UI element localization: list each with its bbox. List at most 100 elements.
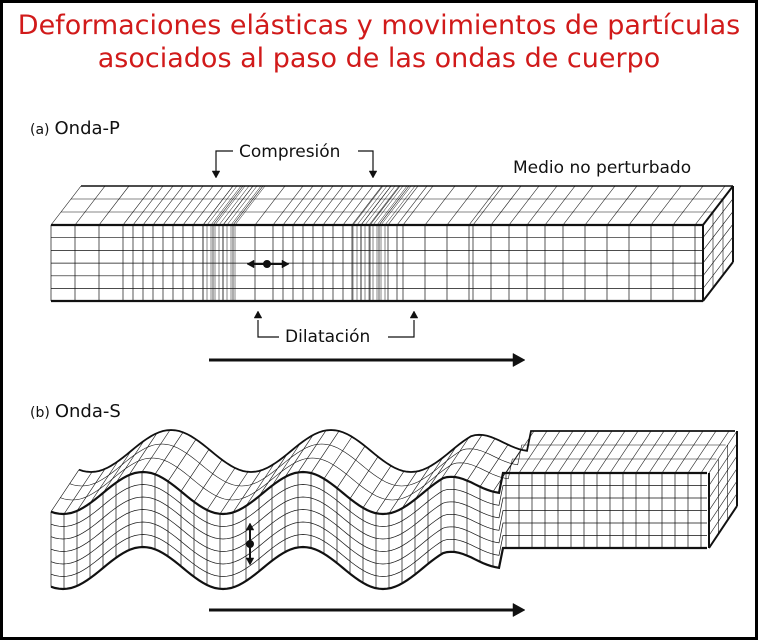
p-top-grid-slant: [606, 185, 638, 226]
p-compression-line: [210, 185, 242, 226]
compression-arrow-right: [368, 170, 378, 179]
s-top-grid-slant: [440, 437, 470, 480]
dilatation-label: Dilatación: [285, 327, 371, 347]
s-top-grid-slant: [50, 469, 80, 512]
p-top-right-edge: [702, 185, 734, 226]
s-wave-block: [50, 429, 738, 591]
front-face-wave-line: [50, 484, 707, 527]
p-top-grid-slant: [351, 185, 383, 226]
s-particle-motion-head-down: [245, 557, 255, 566]
p-end-grid-slant: [702, 223, 734, 264]
p-top-grid-slant: [192, 185, 224, 226]
p-compression-line: [352, 185, 384, 226]
s-top-grid-slant: [63, 471, 93, 515]
p-top-grid-slant: [424, 185, 456, 226]
p-compression-line: [206, 185, 238, 226]
s-top-grid-slant: [284, 434, 314, 478]
p-compression-line: [368, 185, 400, 226]
s-end-grid-slant: [708, 430, 738, 474]
dilatation-bracket-right: [388, 320, 415, 338]
p-top-grid-slant: [396, 185, 428, 226]
s-top-grid-slant: [479, 444, 509, 487]
p-top-grid-slant: [50, 185, 82, 226]
p-compression-line: [380, 185, 412, 226]
s-end-grid-slant: [708, 493, 738, 536]
s-top-grid-slant: [323, 436, 353, 479]
figure-title: Deformaciones elásticas y movimientos de…: [3, 9, 755, 75]
s-top-grid-slant: [570, 430, 600, 474]
p-top-grid-slant: [132, 185, 164, 226]
p-top-grid-slant: [544, 185, 576, 226]
p-end-grid-slant: [702, 211, 734, 251]
s-top-grid-slant: [89, 461, 119, 504]
p-wave-label: Onda-P: [54, 118, 120, 139]
s-top-grid-slant: [505, 430, 535, 474]
s-top-grid-slant: [258, 454, 288, 497]
p-compression-line: [376, 185, 408, 226]
p-top-grid-slant: [387, 185, 419, 226]
p-top-grid-slant: [272, 185, 304, 226]
s-top-grid-slant: [206, 467, 236, 511]
p-top-grid-slant: [472, 185, 504, 226]
s-top-grid-slant: [115, 440, 145, 483]
p-compression-line: [384, 185, 416, 226]
p-top-grid-slant: [332, 185, 364, 226]
compression-label: Compresión: [239, 142, 341, 162]
s-top-grid-slant: [583, 430, 613, 474]
p-top-grid-slant: [74, 185, 106, 226]
p-top-grid-slant: [254, 185, 286, 226]
s-top-grid-slant: [232, 470, 262, 513]
s-top-grid-slant: [466, 438, 496, 481]
top-face-wave-line: [78, 429, 735, 473]
p-top-grid-slant: [628, 185, 660, 226]
p-particle-motion-head-right: [281, 259, 290, 269]
s-top-grid-slant: [648, 430, 678, 474]
compression-bracket-right: [358, 150, 374, 171]
p-compression-line: [226, 185, 258, 226]
s-top-grid-slant: [193, 459, 223, 502]
s-end-grid-slant: [708, 443, 738, 486]
p-top-grid-slant: [142, 185, 174, 226]
dilatation-bracket-left: [257, 320, 279, 338]
p-top-grid-slant: [446, 185, 478, 226]
annotation-marks: [209, 150, 526, 618]
s-particle-motion-head-up: [245, 522, 255, 531]
s-wave-letter: (b): [30, 405, 50, 421]
s-top-grid-slant: [622, 430, 652, 474]
s-top-grid-slant: [102, 450, 132, 494]
s-top-grid-slant: [687, 430, 717, 474]
p-compression-line: [230, 185, 262, 226]
p-top-grid-slant: [172, 185, 204, 226]
s-top-grid-slant: [154, 432, 184, 475]
s-end-grid-slant: [708, 455, 738, 499]
p-top-grid-slant: [232, 185, 264, 226]
s-wave-heading: (b)Onda-S: [30, 401, 121, 422]
s-top-grid-slant: [297, 430, 327, 473]
p-bottom-right-edge: [702, 261, 734, 302]
s-top-grid-slant: [700, 430, 730, 474]
p-compression-line: [364, 185, 396, 226]
front-face-wave-line: [50, 509, 707, 552]
p-top-grid-slant: [182, 185, 214, 226]
p-top-grid-slant: [526, 185, 558, 226]
s-top-grid-slant: [609, 430, 639, 474]
p-top-grid-slant: [322, 185, 354, 226]
undisturbed-label: Medio no perturbado: [513, 158, 692, 178]
s-top-grid-slant: [375, 471, 405, 514]
p-propagation-arrow-head: [512, 352, 526, 368]
p-top-grid-slant: [694, 185, 726, 226]
p-end-grid-slant: [702, 236, 734, 276]
p-top-grid-slant: [584, 185, 616, 226]
front-face-wave-line: [50, 470, 707, 516]
s-top-grid-slant: [336, 445, 366, 489]
s-bottom-right-edge: [708, 505, 738, 549]
s-top-grid-slant: [557, 430, 587, 474]
p-compression-line: [214, 185, 246, 226]
front-face-wave-line: [50, 496, 707, 540]
figure-frame: Deformaciones elásticas y movimientos de…: [3, 3, 755, 637]
p-top-grid-slant: [312, 185, 344, 226]
p-top-grid-slant: [672, 185, 704, 226]
compression-arrow-left: [211, 170, 221, 179]
s-wave-label: Onda-S: [54, 401, 121, 422]
s-top-grid-slant: [635, 430, 665, 474]
